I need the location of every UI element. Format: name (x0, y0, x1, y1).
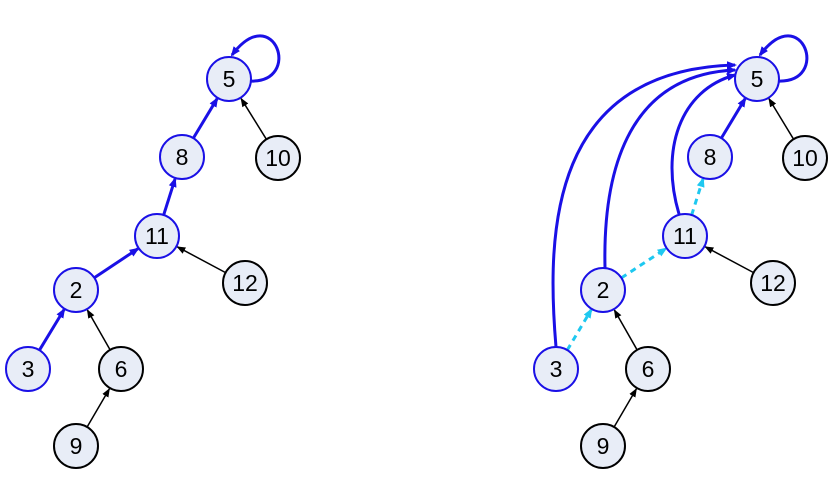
node-11-label: 11 (673, 223, 697, 249)
edge-5-to-5 (230, 34, 281, 83)
node-12-label: 12 (232, 270, 258, 296)
node-10-circle (782, 135, 828, 181)
node-12: 12 (750, 260, 796, 306)
node-3: 3 (5, 346, 51, 392)
node-3-label: 3 (550, 356, 563, 382)
node-10-label: 10 (792, 145, 818, 171)
tree-before-path-compression: 5 10 8 11 12 2 3 6 9 (5, 34, 301, 469)
edge-12-to-11 (704, 246, 754, 274)
edge-2-to-5 (603, 66, 737, 269)
edge-3-to-2 (38, 307, 66, 351)
node-12-circle (750, 260, 796, 306)
node-9-label: 9 (597, 433, 610, 459)
node-10-circle (255, 135, 301, 181)
edge-12-to-11 (176, 246, 226, 274)
node-6: 6 (98, 346, 144, 392)
node-5-label: 5 (223, 66, 236, 92)
node-2-label: 2 (70, 277, 83, 303)
node-6-circle (98, 346, 144, 392)
node-8-circle (687, 134, 733, 180)
node-11: 11 (662, 213, 708, 259)
node-10-label: 10 (265, 145, 291, 171)
node-10: 10 (255, 135, 301, 181)
edge-3-to-5 (551, 61, 737, 348)
edge-8-to-5 (192, 96, 219, 139)
node-12: 12 (222, 260, 268, 306)
node-6-label: 6 (642, 356, 655, 382)
edge-2-to-11 (620, 247, 668, 280)
edge-10-to-5 (240, 97, 268, 140)
edge-9-to-6 (86, 387, 111, 428)
node-8: 8 (687, 134, 733, 180)
node-2: 2 (53, 267, 99, 313)
edge-8-to-5 (720, 96, 747, 139)
node-6: 6 (625, 346, 671, 392)
node-8-label: 8 (704, 144, 717, 170)
node-3: 3 (533, 346, 579, 392)
node-9: 9 (53, 423, 99, 469)
node-2: 2 (580, 267, 626, 313)
node-11-circle (134, 213, 180, 259)
node-8: 8 (159, 134, 205, 180)
node-11: 11 (134, 213, 180, 259)
edge-5-to-5 (758, 34, 809, 83)
node-5-label: 5 (751, 66, 764, 92)
node-5: 5 (206, 56, 252, 102)
node-9-circle (580, 423, 626, 469)
edge-6-to-2 (86, 309, 111, 351)
node-8-label: 8 (176, 144, 189, 170)
tree-after-path-compression: 5 10 8 11 12 2 3 6 9 (533, 34, 828, 469)
node-2-label: 2 (597, 277, 610, 303)
node-5: 5 (734, 56, 780, 102)
edge-9-to-6 (613, 387, 638, 428)
node-6-label: 6 (115, 356, 128, 382)
node-2-circle (580, 267, 626, 313)
node-11-label: 11 (145, 223, 169, 249)
node-2-circle (53, 267, 99, 313)
edge-11-to-8 (162, 177, 177, 216)
node-5-circle (734, 56, 780, 102)
node-9-circle (53, 423, 99, 469)
node-6-circle (625, 346, 671, 392)
node-12-circle (222, 260, 268, 306)
node-12-label: 12 (760, 270, 786, 296)
edge-2-to-11 (93, 247, 140, 280)
node-3-circle (5, 346, 51, 392)
node-5-circle (206, 56, 252, 102)
edge-11-to-5 (670, 73, 737, 215)
node-9: 9 (580, 423, 626, 469)
node-10: 10 (782, 135, 828, 181)
node-3-label: 3 (22, 356, 35, 382)
node-8-circle (159, 134, 205, 180)
edge-6-to-2 (613, 309, 638, 351)
edge-3-to-2 (565, 308, 593, 351)
edge-10-to-5 (768, 97, 795, 140)
node-9-label: 9 (70, 433, 83, 459)
node-11-circle (662, 213, 708, 259)
edge-11-to-8 (690, 177, 705, 216)
node-3-circle (533, 346, 579, 392)
